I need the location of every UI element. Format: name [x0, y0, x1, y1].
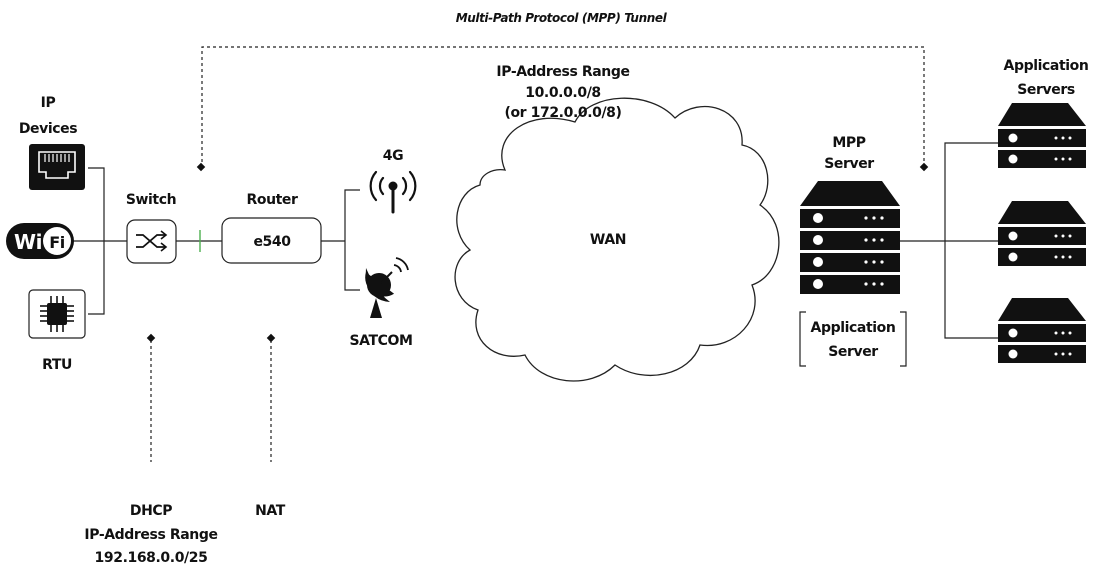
dhcp-label: DHCP: [130, 503, 172, 519]
app-server-bracket-left: [799, 311, 806, 367]
server-icon: [998, 201, 1086, 266]
app-server-bracket-right: [900, 311, 907, 367]
wan-range-alt: (or 172.0.0.0/8): [504, 105, 621, 121]
ethernet-port-icon: [29, 144, 85, 190]
dhcp-marker: [146, 333, 156, 343]
nat-marker: [266, 333, 276, 343]
tunnel-marker-left: [196, 162, 206, 172]
ip-devices-label-2: Devices: [19, 121, 77, 137]
app-server-label-1: Application: [811, 320, 896, 336]
app-servers-label-2: Servers: [1017, 82, 1075, 98]
ip-devices-label-1: IP: [41, 95, 56, 111]
device-links: [72, 142, 998, 339]
mpp-server-label-2: Server: [824, 156, 874, 172]
wan-label: WAN: [590, 232, 626, 248]
tunnel-marker-right: [919, 162, 929, 172]
router-box: [221, 217, 322, 264]
wan-range-title: IP-Address Range: [496, 64, 629, 80]
nat-label: NAT: [255, 503, 286, 519]
dhcp-range-value: 192.168.0.0/25: [95, 550, 208, 566]
mpp-server-label-1: MPP: [832, 135, 865, 151]
antenna-icon: [369, 170, 417, 214]
tunnel-title: Multi-Path Protocol (MPP) Tunnel: [456, 11, 668, 25]
mpp-tunnel-line: [201, 46, 925, 168]
shuffle-icon: [136, 230, 168, 252]
cloud-icon: [454, 97, 780, 382]
switch-label: Switch: [126, 192, 176, 208]
wan-range-value: 10.0.0.0/8: [525, 85, 601, 101]
switch-device: [126, 219, 177, 264]
chip-icon: [28, 289, 86, 339]
satellite-dish-icon: [365, 257, 409, 318]
server-icon: [998, 103, 1086, 168]
app-server-label-2: Server: [828, 344, 878, 360]
router-label: Router: [246, 192, 298, 208]
rtu-label: RTU: [42, 357, 72, 373]
wifi-icon: Wi Fi: [6, 223, 74, 259]
mpp-server-icon: [800, 181, 900, 294]
server-icon: [998, 298, 1086, 363]
app-servers-label-1: Application: [1004, 58, 1089, 74]
wifi-logo-text-wi: Wi: [14, 230, 42, 254]
dhcp-range-title: IP-Address Range: [84, 527, 217, 543]
satcom-label: SATCOM: [349, 333, 412, 349]
cell-label: 4G: [383, 148, 403, 164]
router-model: e540: [253, 234, 291, 250]
wifi-logo-text-fi: Fi: [49, 233, 65, 252]
